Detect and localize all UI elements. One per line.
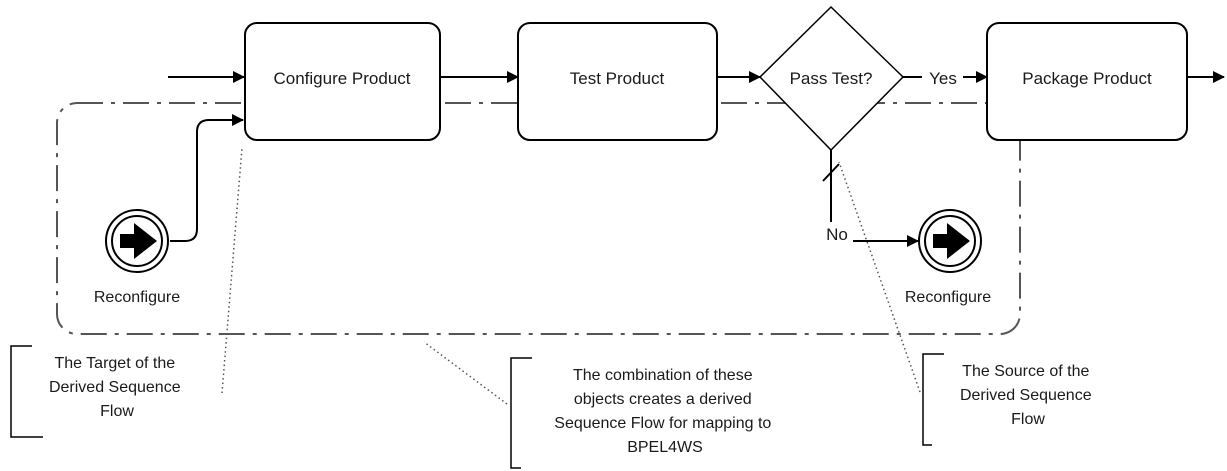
gateway-label: Pass Test?	[790, 69, 873, 88]
annotation-source: The Source of the Derived Sequence Flow	[922, 353, 1096, 446]
association-source	[838, 161, 921, 393]
annotation-combination: The combination of these objects creates…	[510, 357, 775, 469]
task-test-label: Test Product	[570, 69, 665, 88]
annotation-target: The Target of the Derived Sequence Flow	[10, 345, 185, 438]
annotation-target-line-1: The Target of the	[54, 355, 175, 372]
reconfigure-event-left	[105, 209, 169, 273]
annotation-combination-line-1: The combination of these	[573, 367, 753, 384]
task-test-product: Test Product	[517, 22, 718, 141]
task-configure-product: Configure Product	[244, 22, 441, 141]
yes-flow-label: Yes	[929, 69, 957, 88]
annotation-source-line-3: Flow	[1011, 411, 1045, 428]
reconfigure-to-configure-flow	[170, 114, 244, 242]
annotation-combination-line-4: BPEL4WS	[627, 439, 703, 456]
association-target	[221, 147, 243, 394]
annotation-bracket	[10, 345, 43, 438]
reconfigure-label-right: Reconfigure	[905, 289, 991, 306]
association-combination	[423, 341, 508, 405]
annotation-combination-line-2: objects creates a derived	[574, 391, 752, 408]
reconfigure-label-left: Reconfigure	[94, 289, 180, 306]
annotation-combination-line-3: Sequence Flow for mapping to	[554, 415, 771, 432]
svg-text:The Target of the Derive: The Target of the Derived Sequence Flow	[49, 355, 185, 420]
annotation-target-line-3: Flow	[100, 403, 134, 420]
task-package-product: Package Product	[986, 22, 1188, 141]
svg-text:The Source of the Derive: The Source of the Derived Sequence Flow	[960, 363, 1096, 428]
svg-text:The combination of these: The combination of these objects creates…	[554, 367, 775, 456]
link-arrow-icon	[933, 223, 970, 259]
gateway-pass-test: Pass Test?	[758, 5, 905, 152]
no-flow-label: No	[826, 225, 848, 244]
annotation-source-line-1: The Source of the	[962, 363, 1089, 380]
reconfigure-event-right	[918, 209, 982, 273]
annotation-source-line-2: Derived Sequence	[960, 387, 1092, 404]
annotation-bracket	[510, 357, 532, 469]
task-package-label: Package Product	[1022, 69, 1152, 88]
annotation-target-line-2: Derived Sequence	[49, 379, 181, 396]
link-arrow-icon	[120, 223, 157, 259]
annotation-bracket	[922, 353, 944, 446]
task-configure-label: Configure Product	[273, 69, 410, 88]
default-flow-slash	[822, 163, 840, 182]
